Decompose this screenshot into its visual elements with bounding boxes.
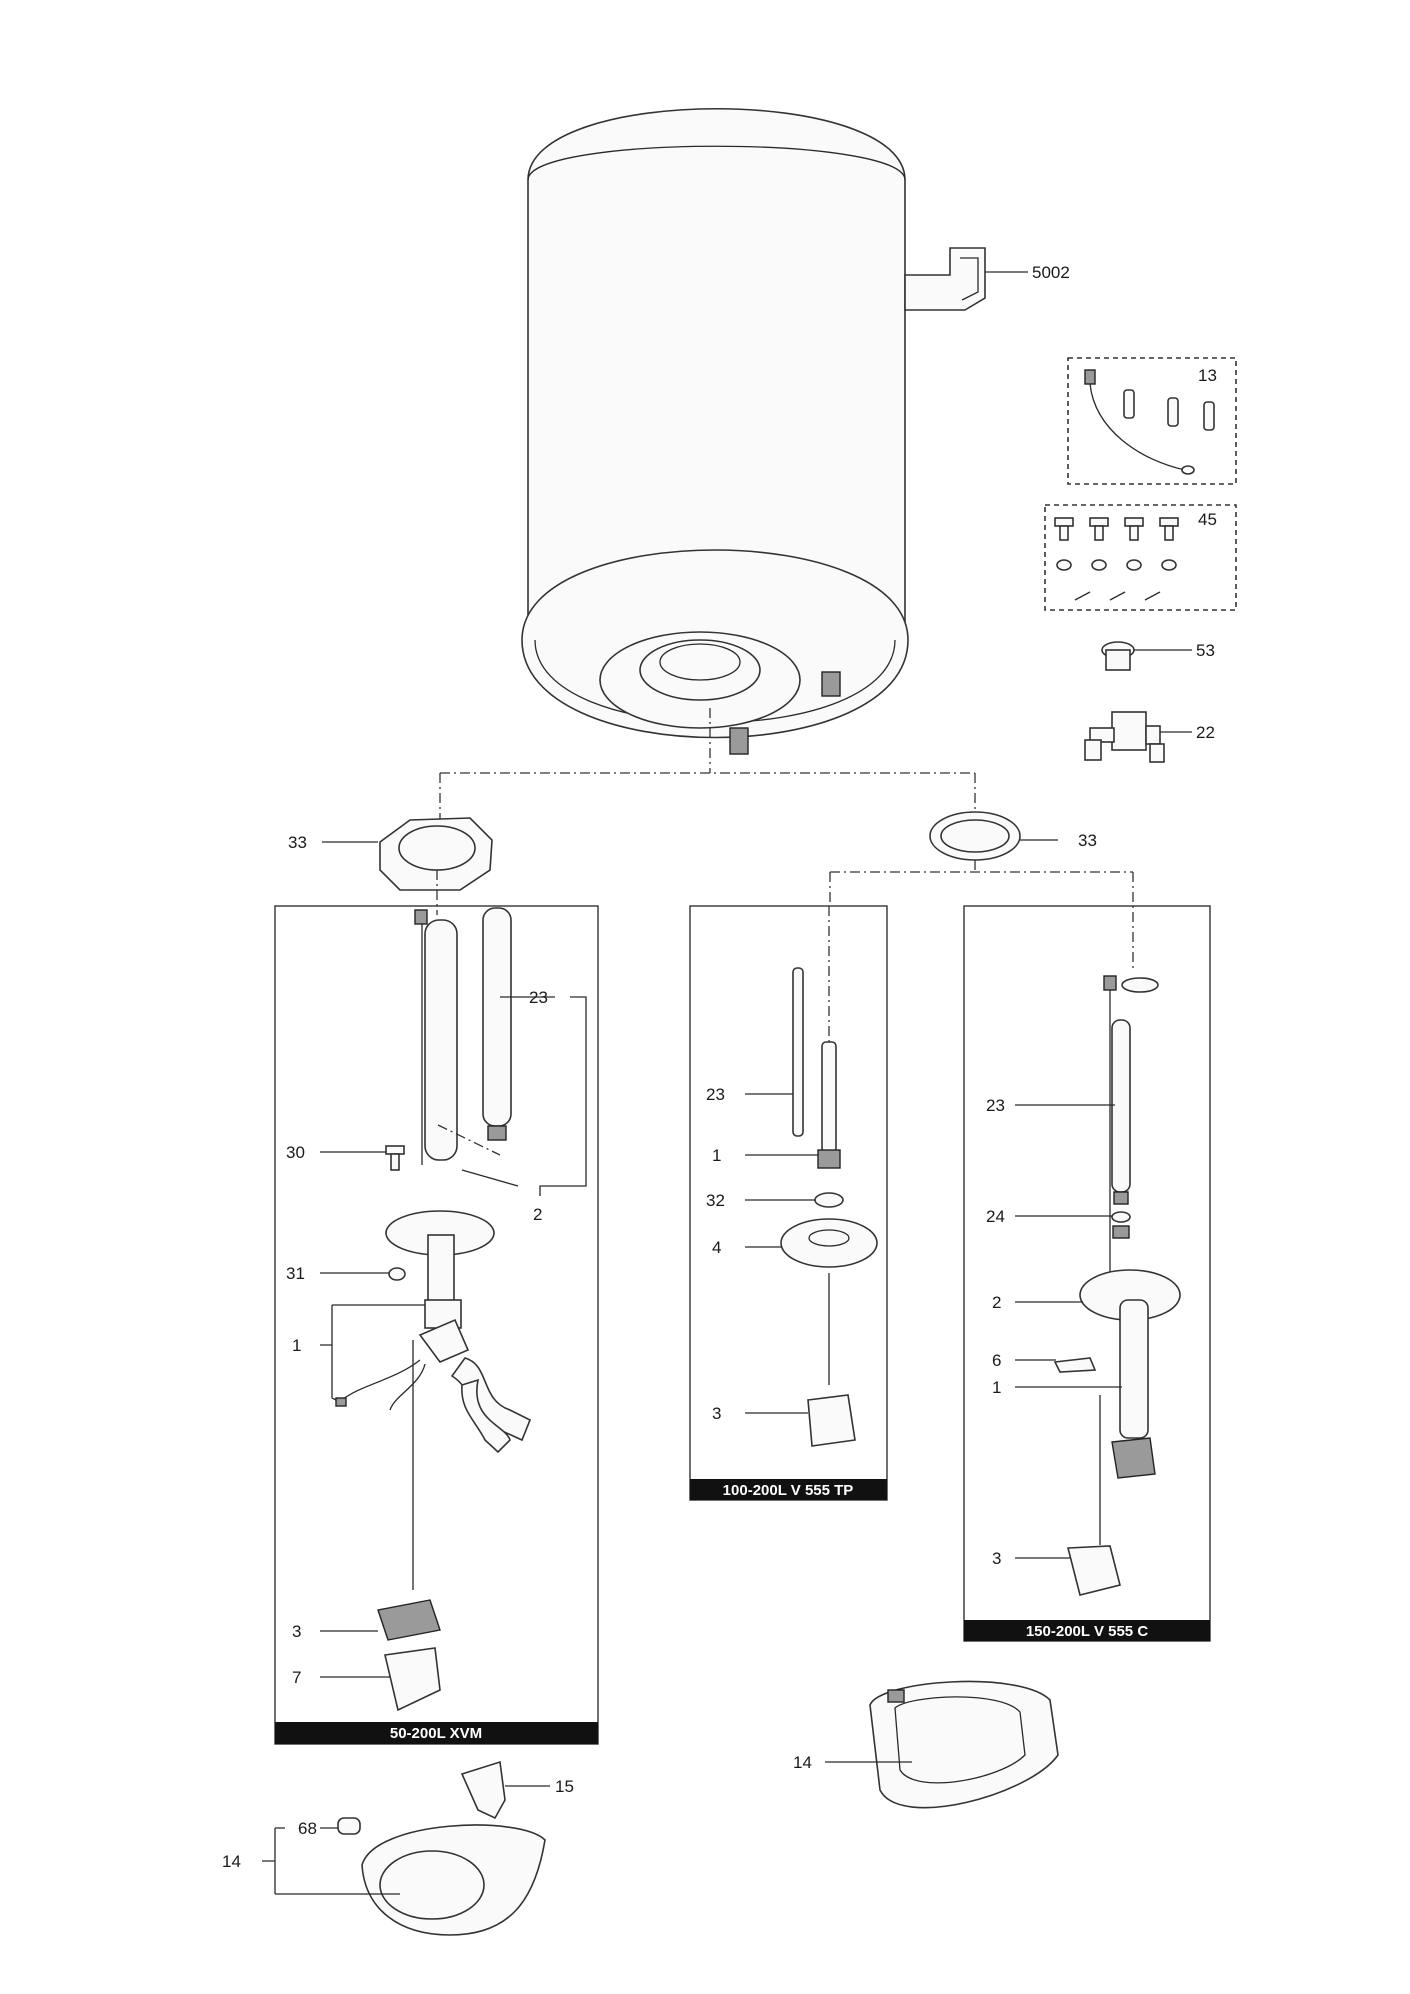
label-33-left: 33 [288, 833, 307, 852]
xvm-heating-element [335, 907, 532, 1712]
protective-cover-right [869, 1680, 1059, 1809]
caption-150-200l-v555c: 150-200L V 555 C [1026, 1623, 1148, 1640]
caption-50-200l-xvm: 50-200L XVM [390, 1725, 482, 1742]
label-23-xvm: 23 [529, 988, 548, 1007]
label-30-xvm: 30 [286, 1143, 305, 1162]
fitting-53 [1101, 641, 1135, 671]
label-31-xvm: 31 [286, 1264, 305, 1283]
label-3-v555c: 3 [992, 1549, 1001, 1568]
label-13: 13 [1198, 366, 1217, 385]
kit-13-box [1067, 357, 1237, 485]
flange-gasket-left [379, 817, 493, 891]
v555c-parts [1053, 975, 1181, 1596]
screw-kit [1054, 517, 1179, 601]
label-1-xvm: 1 [292, 1336, 301, 1355]
screw-30 [385, 1145, 405, 1171]
wall-bracket [904, 247, 986, 311]
safety-valve-22 [1084, 711, 1165, 763]
nut-31 [388, 1267, 406, 1281]
label-3-v555tp: 3 [712, 1404, 721, 1423]
label-14-left: 14 [222, 1852, 241, 1871]
label-14-right: 14 [793, 1753, 812, 1772]
label-2-xvm: 2 [533, 1205, 542, 1224]
label-68: 68 [298, 1819, 317, 1838]
label-7-xvm: 7 [292, 1668, 301, 1687]
label-45: 45 [1198, 510, 1217, 529]
label-33-right: 33 [1078, 831, 1097, 850]
label-53: 53 [1196, 641, 1215, 660]
label-23-v555c: 23 [986, 1096, 1005, 1115]
protective-cover-left [337, 1817, 546, 1936]
kit-45-box [1044, 504, 1237, 611]
label-5002: 5002 [1032, 263, 1070, 282]
label-22: 22 [1196, 723, 1215, 742]
label-23-v555tp: 23 [706, 1085, 725, 1104]
label-4-v555tp: 4 [712, 1238, 721, 1257]
oring-gasket-right [929, 811, 1021, 861]
caption-bar-v555tp [690, 1479, 887, 1500]
caption-bar-v555c [964, 1620, 1210, 1641]
cover-bracket-15 [460, 1760, 506, 1820]
caption-bar-xvm [275, 1722, 598, 1744]
label-2-v555c: 2 [992, 1293, 1001, 1312]
cable-kit [1084, 369, 1215, 475]
label-32-v555tp: 32 [706, 1191, 725, 1210]
label-3-xvm: 3 [292, 1622, 301, 1641]
label-15: 15 [555, 1777, 574, 1796]
water-heater-tank [521, 107, 909, 755]
variant-box-150-200l-v555c [963, 905, 1211, 1642]
label-1-v555tp: 1 [712, 1146, 721, 1165]
caption-100-200l-v555tp: 100-200L V 555 TP [723, 1482, 854, 1499]
v555tp-parts [780, 906, 878, 1447]
label-24-v555c: 24 [986, 1207, 1005, 1226]
label-6-v555c: 6 [992, 1351, 1001, 1370]
label-1-v555c: 1 [992, 1378, 1001, 1397]
